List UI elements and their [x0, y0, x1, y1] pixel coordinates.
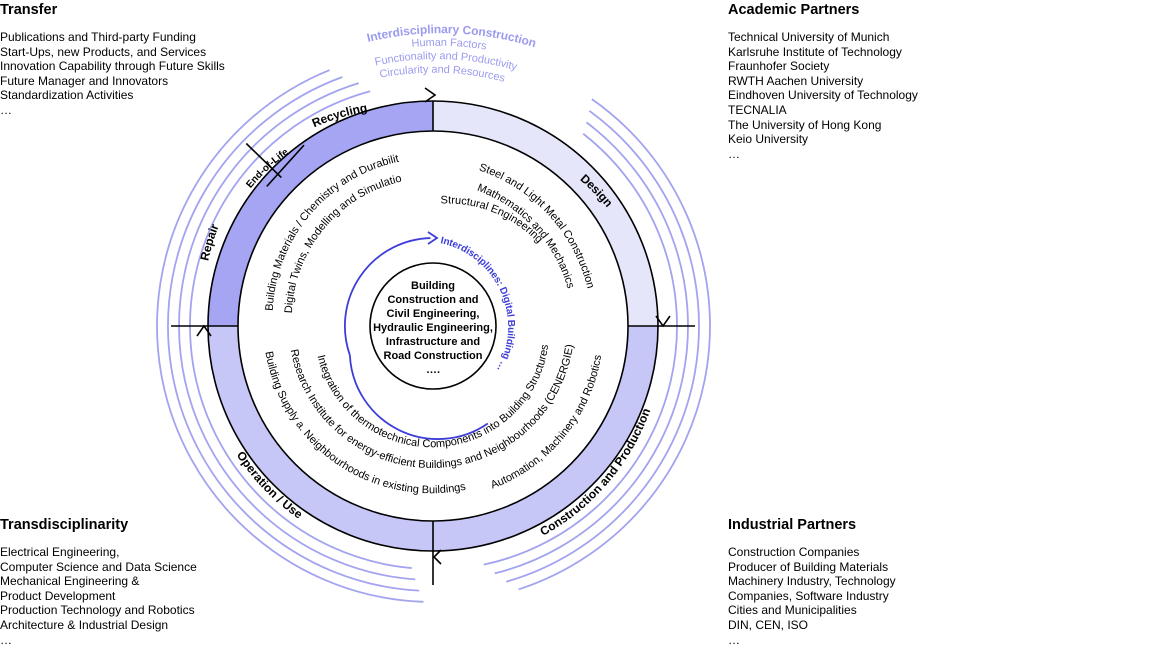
inner-blue-arc-lower [348, 355, 489, 440]
center-line: Road Construction [384, 350, 483, 362]
divider-recycling [266, 144, 305, 187]
outer-arc-label-human-factors: Human Factors [411, 37, 488, 53]
transdisciplinarity-item: Computer Science and Data Science [0, 559, 197, 574]
center-line: Civil Engineering, [387, 308, 480, 320]
transdisciplinarity-item: Electrical Engineering, [0, 545, 120, 559]
transdisciplinarity-item: Mechanical Engineering & [0, 574, 140, 589]
transdisciplinarity-item: … [0, 632, 12, 647]
outer-ring-arc-right [518, 98, 711, 591]
segment-label-repair: Repair [197, 222, 221, 262]
inner-blue-arc [344, 237, 431, 356]
outer-arcs [156, 69, 711, 603]
outer-ring-arc-right [483, 133, 678, 566]
industrial-partners-title: Industrial Partners [728, 517, 857, 533]
transfer-item: Standardization Activities [0, 88, 134, 103]
repair-recycling-segment [208, 101, 433, 326]
arrow-left-icon [196, 324, 212, 337]
academic-partner-item: Technical University of Munich [728, 30, 890, 44]
academic-partner-item: RWTH Aachen University [728, 73, 864, 88]
transfer-item: Future Manager and Innovators [0, 73, 169, 88]
arrow-top-icon [424, 87, 437, 103]
inner-blue-arrow-icon [427, 231, 439, 245]
academic-partner-item: The University of Hong Kong [728, 117, 882, 132]
academic-partner-item: TECNALIA [728, 102, 787, 117]
center-line: Building [411, 280, 455, 292]
center-line: …. [426, 364, 440, 376]
outer-ring-arc-left [156, 69, 424, 603]
center-circle [369, 262, 497, 390]
industrial-partner-item: Construction Companies [728, 545, 860, 559]
transdisciplinarity-title: Transdisciplinarity [0, 517, 129, 533]
construction-production-segment [433, 326, 658, 551]
industrial-partner-item: DIN, CEN, ISO [728, 617, 809, 632]
academic-partner-item: Karlsruhe Institute of Technology [728, 44, 902, 59]
academic-partner-item: … [728, 146, 740, 161]
design-segment [433, 101, 658, 326]
outer-ring-arc-left [167, 76, 420, 592]
center-line: Construction and [387, 294, 478, 306]
academic-partner-item: Fraunhofer Society [728, 59, 830, 74]
center-line: Infrastructure and [386, 336, 480, 348]
outer-ring-arc-left [189, 90, 412, 569]
industrial-partner-item: Cities and Municipalities [728, 603, 857, 618]
industrial-partner-item: Producer of Building Materials [728, 559, 889, 574]
transfer-item: Start-Ups, new Products, and Services [0, 44, 207, 59]
divider-end-of-life [245, 142, 282, 179]
outer-arc-label-circularity: Circularity and Resources [379, 64, 507, 85]
academic-partners-block: Academic Partners Technical University o… [728, 2, 918, 161]
industrial-partner-item: Companies, Software Industry [728, 588, 889, 603]
center-line: Hydraulic Engineering, [373, 322, 493, 334]
industrial-partners-block: Industrial Partners Construction Compani… [728, 517, 896, 647]
transfer-item: Publications and Third-party Funding [0, 30, 196, 44]
transfer-item: Innovation Capability through Future Ski… [0, 59, 225, 74]
outer-ring-arc-right [506, 110, 700, 583]
transdisciplinarity-item: Production Technology and Robotics [0, 603, 195, 618]
center-label: Building Construction and Civil Engineer… [373, 280, 493, 376]
transfer-block: Transfer Publications and Third-party Fu… [0, 2, 225, 118]
outer-ring-arc-left [178, 82, 416, 581]
transfer-title: Transfer [0, 2, 58, 18]
arrow-right-icon [655, 315, 671, 328]
industrial-partner-item: … [728, 632, 740, 647]
industrial-partner-item: Machinery Industry, Technology [728, 574, 896, 589]
operation-use-segment [208, 326, 433, 551]
outer-ring-arc-right [494, 121, 689, 575]
arrow-bottom-icon [432, 549, 442, 565]
transdisciplinarity-block: Transdisciplinarity Electrical Engineeri… [0, 517, 197, 647]
transdisciplinarity-item: Product Development [0, 588, 116, 603]
transdisciplinarity-item: Architecture & Industrial Design [0, 617, 169, 632]
academic-partner-item: Eindhoven University of Technology [728, 88, 918, 103]
academic-partners-title: Academic Partners [728, 2, 860, 18]
transfer-item: … [0, 102, 12, 117]
academic-partner-item: Keio University [728, 132, 809, 147]
